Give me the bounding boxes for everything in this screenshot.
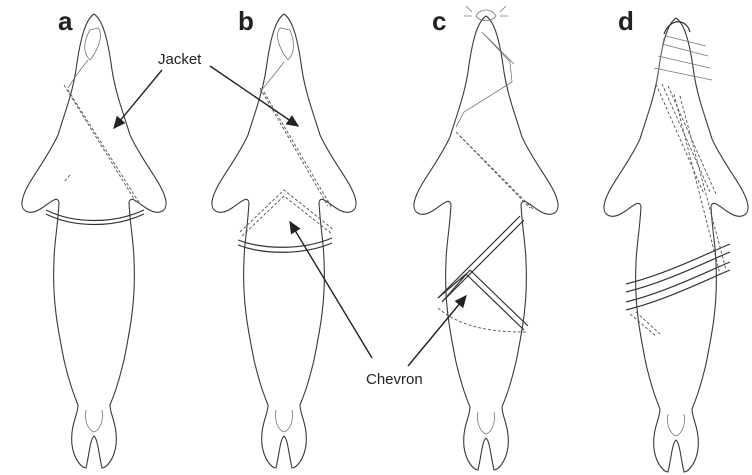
panel-label-c: c — [432, 8, 446, 34]
panel-label-a: a — [58, 8, 72, 34]
specimen-c — [414, 6, 558, 470]
jacket-label: Jacket — [158, 52, 201, 67]
panel-label-d: d — [618, 8, 634, 34]
chevron-arrow-c — [408, 296, 466, 366]
panel-label-b: b — [238, 8, 254, 34]
chevron-arrow-b — [290, 222, 372, 358]
specimen-d — [604, 18, 748, 472]
specimen-a — [22, 14, 166, 468]
chevron-label: Chevron — [366, 372, 423, 387]
jacket-arrow-a — [114, 70, 162, 128]
